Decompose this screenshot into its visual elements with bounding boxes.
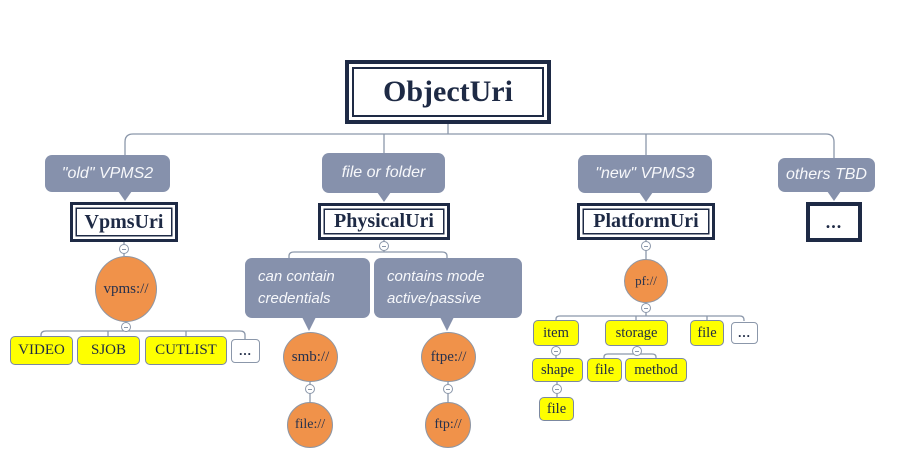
callout-new-vpms3[interactable]: "new" VPMS3 [578,155,712,202]
callout-label: file or folder [341,164,426,181]
callout-others-tbd[interactable]: others TBD [778,158,875,201]
leaf-file-l1[interactable]: file [690,320,724,346]
collapse-minus-icon[interactable] [552,384,562,394]
scheme-vpms[interactable]: vpms:// [95,256,157,322]
scheme-ftp[interactable]: ftp:// [425,402,471,448]
callout-old-vpms2[interactable]: "old" VPMS2 [45,155,170,201]
collapse-minus-icon[interactable] [305,384,315,394]
collapse-minus-icon[interactable] [119,244,129,254]
leaf-more-types[interactable]: ... [231,339,260,363]
leaf-method[interactable]: method [625,358,687,382]
note-label: can contain credentials [258,268,335,307]
leaf-storage[interactable]: storage [605,320,668,346]
leaf-cutlist[interactable]: CUTLIST [145,336,227,365]
topic-vpmsuri[interactable]: VpmsUri [70,202,178,242]
topic-physicaluri[interactable]: PhysicalUri [318,203,450,240]
callout-tail [118,191,132,201]
collapse-minus-icon[interactable] [443,384,453,394]
collapse-minus-icon[interactable] [121,322,131,332]
collapse-minus-icon[interactable] [379,241,389,251]
scheme-file[interactable]: file:// [287,402,333,448]
leaf-video[interactable]: VIDEO [10,336,73,365]
note-label: contains mode active/passive [387,268,485,307]
callout-label: "new" VPMS3 [595,165,695,182]
topic-others-ellipsis[interactable]: ... [806,202,862,242]
leaf-sjob[interactable]: SJOB [77,336,140,365]
callout-file-or-folder[interactable]: file or folder [322,153,445,202]
root-topic-objecturi[interactable]: ObjectUri [345,60,551,124]
scheme-smb[interactable]: smb:// [283,332,338,382]
leaf-file-storage[interactable]: file [587,358,622,382]
callout-tail [302,317,316,331]
note-contains-mode[interactable]: contains mode active/passive [374,258,522,331]
collapse-minus-icon[interactable] [551,346,561,356]
note-can-contain-credentials[interactable]: can contain credentials [245,258,370,331]
collapse-minus-icon[interactable] [632,346,642,356]
callout-tail [827,191,841,201]
collapse-minus-icon[interactable] [641,303,651,313]
callout-tail [440,317,454,331]
scheme-ftpe[interactable]: ftpe:// [421,332,476,382]
callout-tail [377,192,391,202]
scheme-pf[interactable]: pf:// [624,259,668,303]
leaf-file-shape[interactable]: file [539,397,574,421]
topic-platformuri[interactable]: PlatformUri [577,203,715,240]
callout-label: others TBD [786,166,867,183]
collapse-minus-icon[interactable] [641,241,651,251]
callout-label: "old" VPMS2 [61,164,154,182]
leaf-item[interactable]: item [533,320,579,346]
leaf-more-platform[interactable]: ... [731,322,758,344]
callout-tail [639,192,653,202]
leaf-shape[interactable]: shape [532,358,583,382]
